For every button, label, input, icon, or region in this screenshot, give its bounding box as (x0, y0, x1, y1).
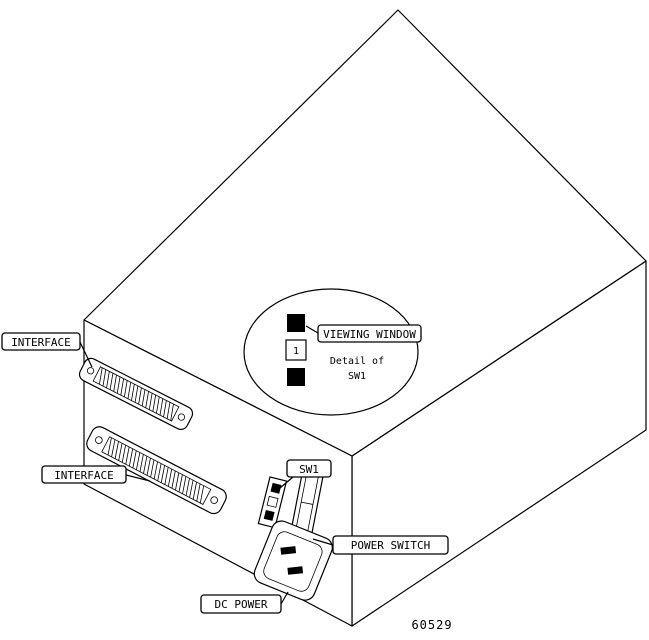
viewing-window-callout-label: VIEWING WINDOW (323, 328, 416, 341)
sw1-position-value: 1 (293, 346, 299, 357)
interface-top-callout-label: INTERFACE (11, 336, 71, 349)
mounting-hole (210, 496, 218, 504)
leader-line (279, 476, 294, 489)
callout-sw1: SW1 (279, 459, 332, 489)
sw1-actuator (266, 495, 279, 508)
inlet-pin-slot (287, 566, 304, 575)
sw1-window-bottom (263, 509, 275, 521)
dc-power-callout-label: DC POWER (215, 598, 268, 611)
detail-balloon: 1 Detail of SW1 VIEWING WINDOW (243, 288, 422, 416)
figure-number: 60529 (411, 618, 452, 632)
interface-connector-top (78, 357, 194, 431)
interface-bottom-callout-label: INTERFACE (54, 469, 114, 482)
connector-pins-hatch (107, 437, 205, 504)
inlet-pin-slot (280, 546, 297, 555)
sw1-window-top (270, 482, 282, 494)
connector-pin-field (101, 436, 212, 506)
sw1-callout-box (286, 459, 332, 478)
mounting-hole (177, 413, 186, 421)
mounting-hole (95, 436, 103, 444)
detail-balloon-circle (243, 288, 419, 416)
interface-top-callout-box (1, 332, 81, 351)
connector-pins-hatch (99, 367, 174, 421)
callout-power-switch: POWER SWITCH (312, 535, 449, 555)
sw1-switch (257, 476, 288, 529)
rocker-divider (301, 501, 314, 505)
connector-pin-field (92, 366, 180, 422)
leader-line (312, 538, 334, 546)
inlet-recess (263, 531, 323, 592)
detail-caption-line1: Detail of (330, 356, 384, 367)
callout-interface-bottom: INTERFACE (41, 465, 151, 484)
leader-line (125, 474, 151, 482)
connector-shell (86, 426, 227, 515)
callout-interface-top: INTERFACE (1, 332, 93, 368)
power-switch-callout-box (332, 535, 449, 555)
dc-power-inlet (253, 520, 333, 601)
viewing-window-callout-box (317, 324, 422, 343)
sw1-callout-label: SW1 (299, 463, 319, 476)
mounting-hole (86, 367, 95, 375)
viewing-window-square-bottom (287, 368, 305, 386)
sw1-position-window (285, 339, 307, 361)
dc-power-callout-box (200, 594, 282, 614)
interface-bottom-callout-box (41, 465, 127, 484)
leader-line (305, 325, 319, 334)
interface-connector-bottom (86, 426, 227, 515)
detail-caption-line2: SW1 (348, 371, 366, 382)
callout-dc-power: DC POWER (200, 591, 289, 614)
leader-line (280, 591, 289, 605)
viewing-window-square-top (287, 314, 305, 332)
leader-line (79, 341, 93, 368)
power-switch-callout-label: POWER SWITCH (351, 539, 430, 552)
